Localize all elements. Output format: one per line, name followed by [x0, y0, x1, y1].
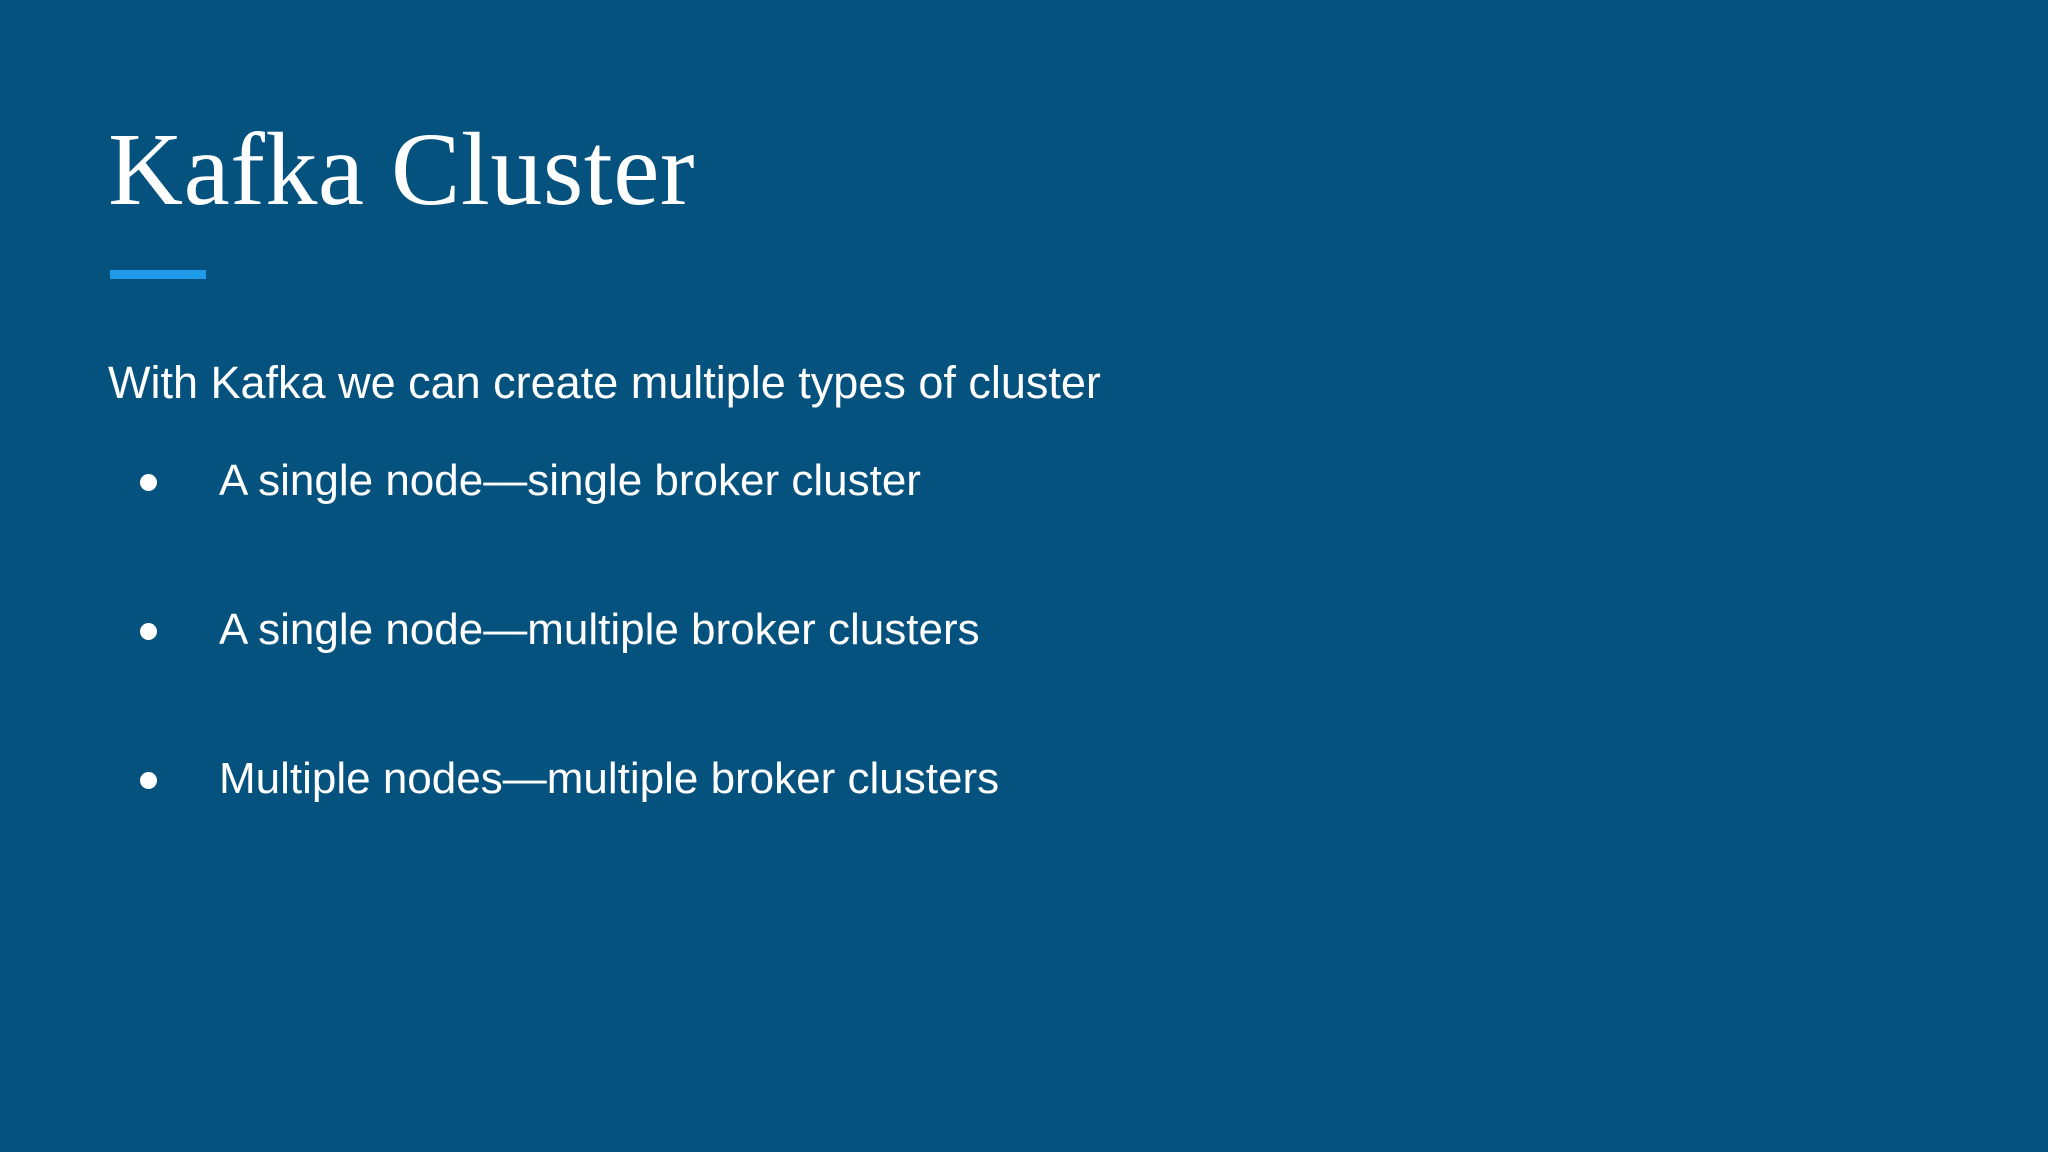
- list-item: A single node—single broker cluster: [108, 455, 1858, 508]
- slide-body: With Kafka we can create multiple types …: [108, 355, 1858, 806]
- list-item: Multiple nodes—multiple broker clusters: [108, 753, 1858, 806]
- bullet-dot-icon: [140, 771, 157, 789]
- list-item: A single node—multiple broker clusters: [108, 604, 1858, 657]
- title-block: Kafka Cluster: [108, 118, 1808, 222]
- title-accent-rule: [110, 270, 206, 279]
- bullet-dot-icon: [140, 623, 157, 641]
- list-item-label: A single node—single broker cluster: [219, 456, 921, 506]
- list-item-label: Multiple nodes—multiple broker clusters: [219, 753, 1000, 803]
- list-item-label: A single node—multiple broker clusters: [219, 605, 980, 655]
- bullet-dot-icon: [140, 474, 157, 492]
- lead-paragraph: With Kafka we can create multiple types …: [108, 357, 1101, 408]
- bullet-list: A single node—single broker cluster A si…: [108, 455, 1858, 805]
- page-title: Kafka Cluster: [108, 112, 695, 227]
